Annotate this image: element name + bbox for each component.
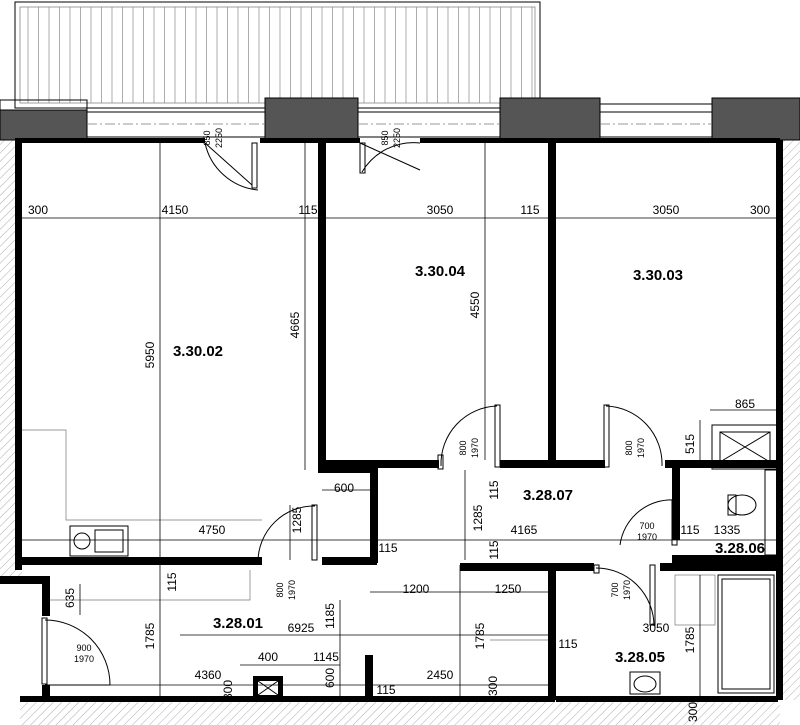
walls [0,138,783,702]
door-label: 1970 [287,580,297,600]
door-label: 1970 [637,532,657,542]
door-label: 1970 [636,438,646,458]
outer-wall-right [778,140,800,700]
dim-label: 4665 [288,311,302,338]
dim-label: 5950 [143,341,157,368]
dim-label: 115 [165,572,179,591]
dim-label: 3050 [427,203,454,217]
dim-label: 1250 [495,582,522,596]
dim-label: 6925 [288,621,315,635]
door-label: 900 [76,643,91,653]
dim-label: 600 [323,668,337,688]
door-label: 1970 [470,438,480,458]
door-label: 1970 [74,654,94,664]
dim-label: 115 [376,683,395,697]
balcony [14,1,541,109]
dim-label: 115 [487,480,501,499]
dim-label: 4750 [199,523,226,537]
hall-furniture [50,570,548,641]
dim-label: 4550 [468,291,482,318]
dim-label: 1785 [143,622,157,649]
dim-label: 115 [558,637,577,651]
room-label: 3.28.06 [715,540,765,557]
dim-label: 1285 [471,504,485,531]
door-label: 700 [639,521,654,531]
dim-label: 300 [221,680,235,700]
dim-label: 1285 [290,506,304,533]
dim-label: 115 [378,541,397,555]
outer-wall-bottom [20,700,780,725]
dim-label: 115 [520,203,539,217]
dim-label: 300 [750,203,770,217]
door-label: 850 [202,130,212,145]
dim-label: 600 [334,481,354,495]
dim-label: 3050 [643,621,670,635]
dim-label: 1145 [313,650,339,664]
room-label: 3.30.04 [415,263,466,280]
room-label: 3.28.07 [523,487,573,504]
dim-label: 300 [486,676,500,696]
dim-label: 115 [298,203,317,217]
door-label: 700 [610,582,620,597]
dim-label: 115 [680,523,699,537]
dim-label: 1185 [323,603,337,629]
dim-label: 115 [487,540,501,559]
dim-label: 300 [686,702,700,722]
room-label: 3.28.01 [213,615,263,632]
room-label: 3.28.05 [615,649,665,666]
dim-label: 515 [683,434,697,454]
dim-label: 4150 [162,203,189,217]
dim-label: 300 [28,203,48,217]
door-label: 2250 [214,128,224,148]
room-label: 3.30.03 [633,267,683,284]
wc-fixtures [727,469,778,556]
kitchen-counter [22,429,262,557]
bathroom-fixtures [629,574,775,695]
dim-label: 400 [258,650,278,664]
dim-label: 2450 [427,668,454,682]
dim-label: 635 [63,588,77,608]
room-label: 3.30.02 [173,343,223,360]
dim-label: 1335 [714,523,741,537]
door-label: 2250 [392,128,402,148]
door-label: 800 [275,582,285,597]
dim-label: 1200 [403,582,430,596]
dim-label: 4360 [195,668,222,682]
dimension-lines [22,140,776,696]
dim-label: 865 [735,397,755,411]
doors [41,142,678,686]
facade-pillars [0,97,800,141]
balcony-railing [27,7,533,103]
door-label: 1970 [622,580,632,600]
door-label: 800 [458,440,468,455]
door-label: 850 [380,130,390,145]
dim-label: 3050 [653,203,680,217]
door-label: 800 [624,440,634,455]
dim-label: 1785 [683,626,697,653]
dim-label: 4165 [511,523,538,537]
dim-label: 1785 [473,622,487,649]
